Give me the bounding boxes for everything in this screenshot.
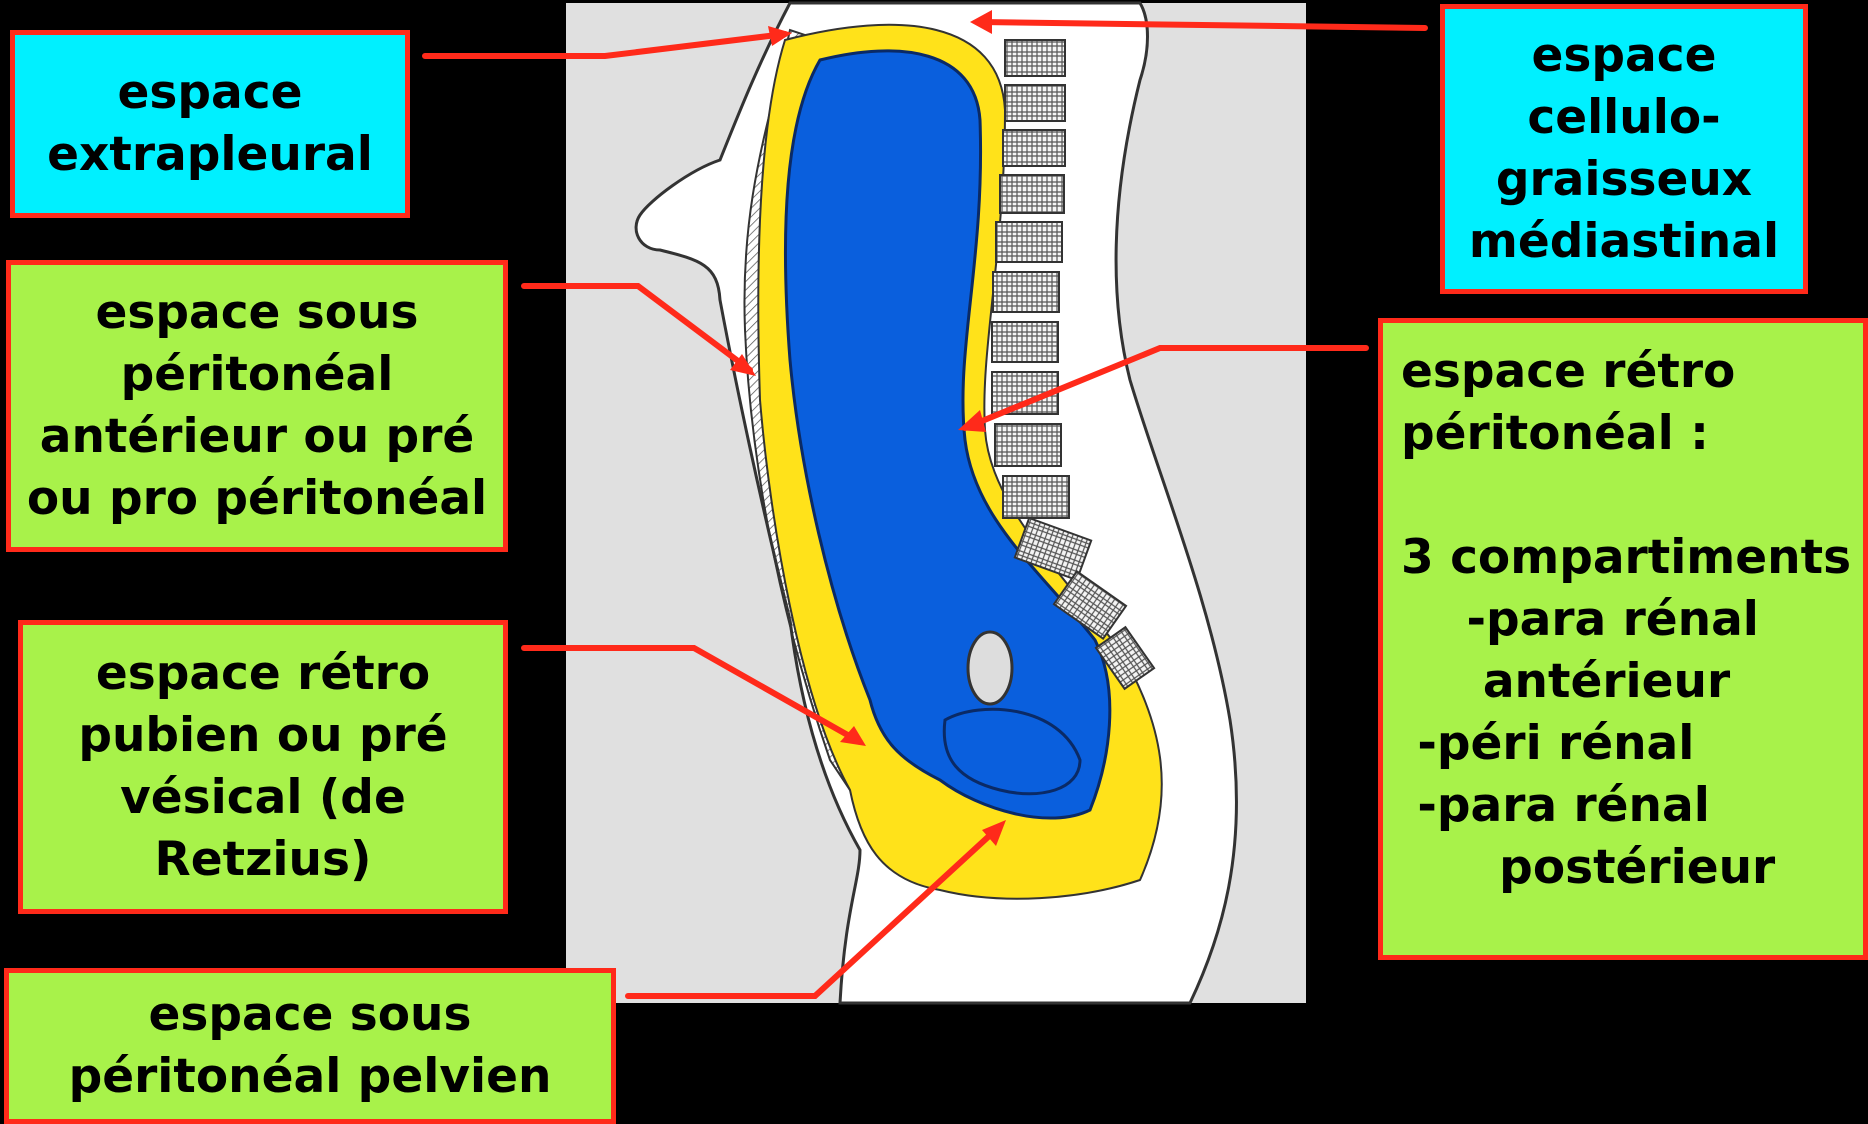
label-line: péritonéal pelvien: [69, 1046, 552, 1108]
label-espace-retro-peritoneal: espace rétro péritonéal : 3 compartiment…: [1378, 318, 1868, 960]
label-line: espace sous: [148, 984, 471, 1046]
label-line: espace: [1532, 25, 1717, 87]
label-line: espace: [118, 62, 303, 124]
label-line: pubien ou pré: [78, 705, 447, 767]
label-line: graisseux: [1496, 149, 1752, 211]
label-line: Retzius): [155, 829, 372, 891]
label-line: péritonéal :: [1401, 403, 1709, 465]
label-espace-sous-peritoneal-pelvien: espace sous péritonéal pelvien: [4, 968, 616, 1124]
label-line: médiastinal: [1469, 211, 1779, 273]
label-espace-extrapleural: espace extrapleural: [10, 30, 410, 218]
label-line: postérieur: [1401, 837, 1775, 899]
label-line: 3 compartiments: [1401, 527, 1851, 589]
label-line: -para rénal: [1401, 775, 1710, 837]
label-line: péritonéal: [121, 344, 394, 406]
label-line: -péri rénal: [1401, 713, 1694, 775]
label-line: extrapleural: [47, 124, 373, 186]
label-line: espace sous: [95, 282, 418, 344]
colon-loop: [968, 632, 1012, 704]
label-line: ou pro péritonéal: [27, 468, 487, 530]
label-line: cellulo-: [1527, 87, 1720, 149]
label-espace-sous-peritoneal-anterieur: espace sous péritonéal antérieur ou pré …: [6, 260, 508, 552]
label-line: antérieur: [1401, 651, 1730, 713]
label-line: antérieur ou pré: [40, 406, 475, 468]
label-line: vésical (de: [120, 767, 406, 829]
label-line: espace rétro: [96, 643, 430, 705]
label-espace-retro-pubien: espace rétro pubien ou pré vésical (de R…: [18, 620, 508, 914]
label-espace-cellulo-graisseux-mediastinal: espace cellulo- graisseux médiastinal: [1440, 4, 1808, 294]
label-line: -para rénal: [1401, 589, 1759, 651]
label-line: espace rétro: [1401, 341, 1735, 403]
